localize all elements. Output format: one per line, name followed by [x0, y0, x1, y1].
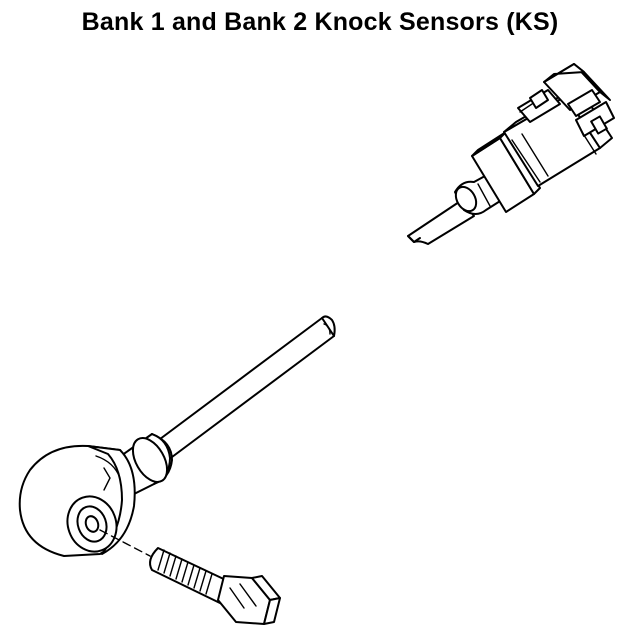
connector-collar: [471, 131, 541, 213]
connector-housing: [503, 63, 615, 187]
mounting-bolt: [149, 547, 281, 625]
sensor-cable: [147, 315, 336, 467]
bolt-hex-head: [217, 575, 281, 625]
alignment-line: [99, 529, 151, 557]
bolt-threads: [157, 549, 213, 595]
diagram-title: Bank 1 and Bank 2 Knock Sensors (KS): [81, 8, 559, 36]
connector-cable: [407, 199, 475, 245]
knock-sensor: [18, 315, 336, 557]
harness-connector: [407, 63, 615, 245]
sensor-eyelet: [18, 444, 136, 557]
